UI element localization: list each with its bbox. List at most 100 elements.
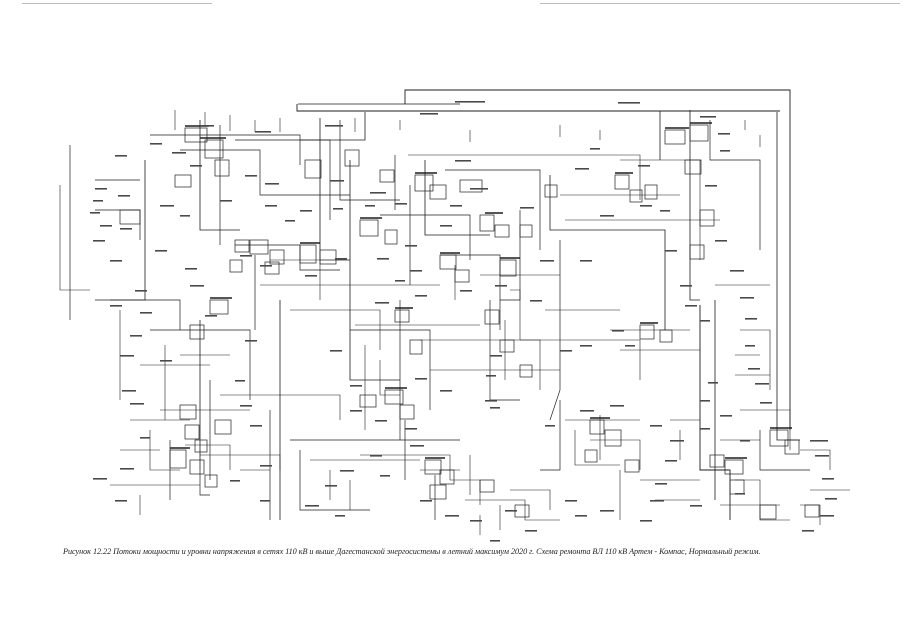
substation-box <box>269 249 285 265</box>
substation-box <box>639 324 655 340</box>
label-mark <box>155 250 167 252</box>
label-mark <box>120 468 134 470</box>
label-mark <box>690 505 702 507</box>
label-mark <box>375 302 389 304</box>
substation-box <box>384 229 398 245</box>
label-mark <box>575 168 589 170</box>
line-segment <box>59 185 90 291</box>
substation-box <box>379 169 395 183</box>
line-segment <box>408 154 641 200</box>
label-mark <box>650 500 664 502</box>
label-mark <box>720 415 732 417</box>
label-mark <box>100 225 112 227</box>
label-mark <box>185 268 197 270</box>
label-mark <box>205 315 217 317</box>
label-mark <box>250 425 262 427</box>
label-mark <box>820 515 834 517</box>
label-mark <box>230 480 240 482</box>
substation-box <box>479 214 495 232</box>
label-mark <box>395 280 405 282</box>
line-segment <box>549 240 561 421</box>
line-segment <box>540 400 561 471</box>
substation-box <box>624 459 640 473</box>
label-mark <box>450 205 462 207</box>
label-mark <box>580 260 592 262</box>
line-segment <box>199 120 240 231</box>
node-labels <box>90 101 837 542</box>
line-segment <box>735 479 790 521</box>
substation-box <box>689 244 705 260</box>
label-mark <box>415 295 427 297</box>
substation-box <box>229 259 243 273</box>
label-mark <box>612 330 624 332</box>
label-mark <box>455 160 471 162</box>
substation-box <box>184 424 200 440</box>
label-mark <box>115 500 127 502</box>
line-segment <box>299 450 370 511</box>
label-mark <box>580 345 592 347</box>
line-segment <box>800 504 821 525</box>
label-mark <box>350 410 362 412</box>
label-mark <box>118 195 130 197</box>
substation-box <box>429 184 447 200</box>
label-mark <box>110 305 122 307</box>
substation-box <box>699 209 715 227</box>
label-mark <box>265 205 277 207</box>
substation-box <box>759 504 777 520</box>
line-segment <box>339 120 400 201</box>
substation-box <box>459 179 483 193</box>
label-mark <box>130 403 144 405</box>
top-scan-edge-right <box>540 3 900 4</box>
label-mark <box>618 102 640 104</box>
line-segment <box>349 160 400 381</box>
label-mark <box>135 290 147 292</box>
label-mark <box>325 125 343 127</box>
line-segment <box>424 160 490 236</box>
label-mark <box>685 305 697 307</box>
label-mark <box>365 205 375 207</box>
line-segment <box>185 444 231 470</box>
label-mark <box>705 185 717 187</box>
label-mark <box>130 335 142 337</box>
label-mark <box>110 260 122 262</box>
label-mark <box>305 275 317 277</box>
line-segment <box>510 289 521 340</box>
label-mark <box>260 500 270 502</box>
substation-box <box>204 139 224 159</box>
label-mark <box>810 440 828 442</box>
substation-box <box>399 404 415 420</box>
label-mark <box>575 515 587 517</box>
label-mark <box>815 455 829 457</box>
substation-box <box>589 419 605 435</box>
label-mark <box>375 420 387 422</box>
label-mark <box>420 113 438 115</box>
label-mark <box>333 208 343 210</box>
substation-box <box>729 479 745 495</box>
label-mark <box>486 375 496 377</box>
label-mark <box>330 350 342 352</box>
line-segment <box>235 139 331 220</box>
label-mark <box>650 425 662 427</box>
substation-box <box>494 224 510 238</box>
substation-box <box>804 504 820 518</box>
substation-box <box>784 439 800 455</box>
label-mark <box>300 210 312 212</box>
label-mark <box>120 355 134 357</box>
label-mark <box>440 390 452 392</box>
line-segment <box>379 360 400 396</box>
substation-box <box>514 504 530 518</box>
label-mark <box>565 500 577 502</box>
label-mark <box>580 410 594 412</box>
label-mark <box>380 475 390 477</box>
substation-box <box>689 124 709 142</box>
label-mark <box>235 380 245 382</box>
substation-box <box>359 219 379 237</box>
label-mark <box>610 405 624 407</box>
label-mark <box>370 192 386 194</box>
substation-box <box>234 239 250 253</box>
label-mark <box>410 270 422 272</box>
label-mark <box>760 402 772 404</box>
substation-box <box>264 261 280 275</box>
label-mark <box>560 350 572 352</box>
label-mark <box>665 460 677 462</box>
